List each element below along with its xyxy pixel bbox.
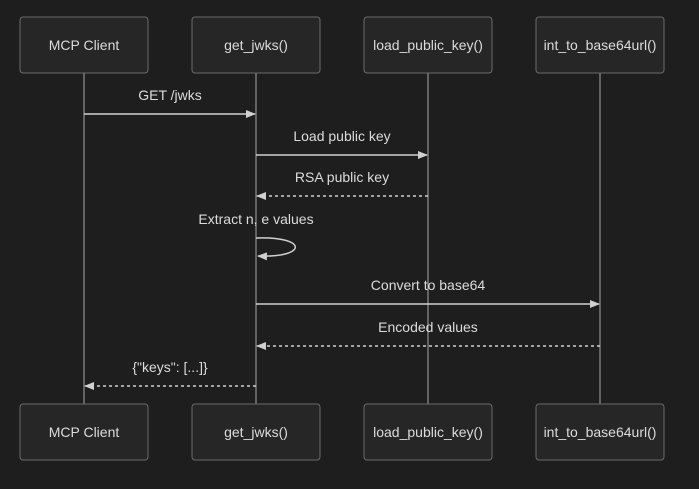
participant-client-bottom: MCP Client [19, 403, 149, 461]
message-label: RSA public key [295, 169, 389, 185]
participant-label: int_to_base64url() [544, 37, 657, 53]
message-6: Encoded values [256, 319, 600, 350]
participant-jwks-bottom: get_jwks() [191, 403, 321, 461]
participant-box [191, 403, 321, 461]
message-label: {"keys": [...]} [132, 359, 208, 375]
participant-b64-bottom: int_to_base64url() [535, 403, 665, 461]
participant-boxes-top: MCP Client get_jwks() load_public_key() int… [19, 16, 665, 74]
message-7: {"keys": [...]} [84, 359, 256, 390]
participant-label: MCP Client [49, 424, 120, 440]
message-label: Encoded values [378, 319, 478, 335]
participant-box [191, 16, 321, 74]
participant-box [19, 16, 149, 74]
participant-box [363, 403, 493, 461]
message-1: GET /jwks [84, 87, 256, 118]
participant-box [363, 16, 493, 74]
participant-label: MCP Client [49, 37, 120, 53]
participant-label: load_public_key() [373, 37, 483, 53]
participant-boxes-bottom: MCP Client get_jwks() load_public_key() int… [19, 403, 665, 461]
participant-label: get_jwks() [224, 37, 288, 53]
participant-jwks-top: get_jwks() [191, 16, 321, 74]
message-label: Extract n, e values [198, 211, 313, 227]
participant-label: load_public_key() [373, 424, 483, 440]
message-3: RSA public key [256, 169, 428, 200]
message-5: Convert to base64 [256, 277, 600, 308]
lifelines [83, 73, 601, 404]
participant-loadkey-top: load_public_key() [363, 16, 493, 74]
participant-client-top: MCP Client [19, 16, 149, 74]
self-message-arrow [255, 237, 296, 261]
message-4: Extract n, e values [198, 211, 314, 261]
participant-label: get_jwks() [224, 424, 288, 440]
participant-b64-top: int_to_base64url() [535, 16, 665, 74]
participant-box [535, 16, 665, 74]
participant-box [535, 403, 665, 461]
participant-box [19, 403, 149, 461]
message-label: GET /jwks [138, 87, 202, 103]
participant-label: int_to_base64url() [544, 424, 657, 440]
message-2: Load public key [256, 128, 428, 159]
message-label: Load public key [293, 128, 390, 144]
message-label: Convert to base64 [371, 277, 486, 293]
participant-loadkey-bottom: load_public_key() [363, 403, 493, 461]
